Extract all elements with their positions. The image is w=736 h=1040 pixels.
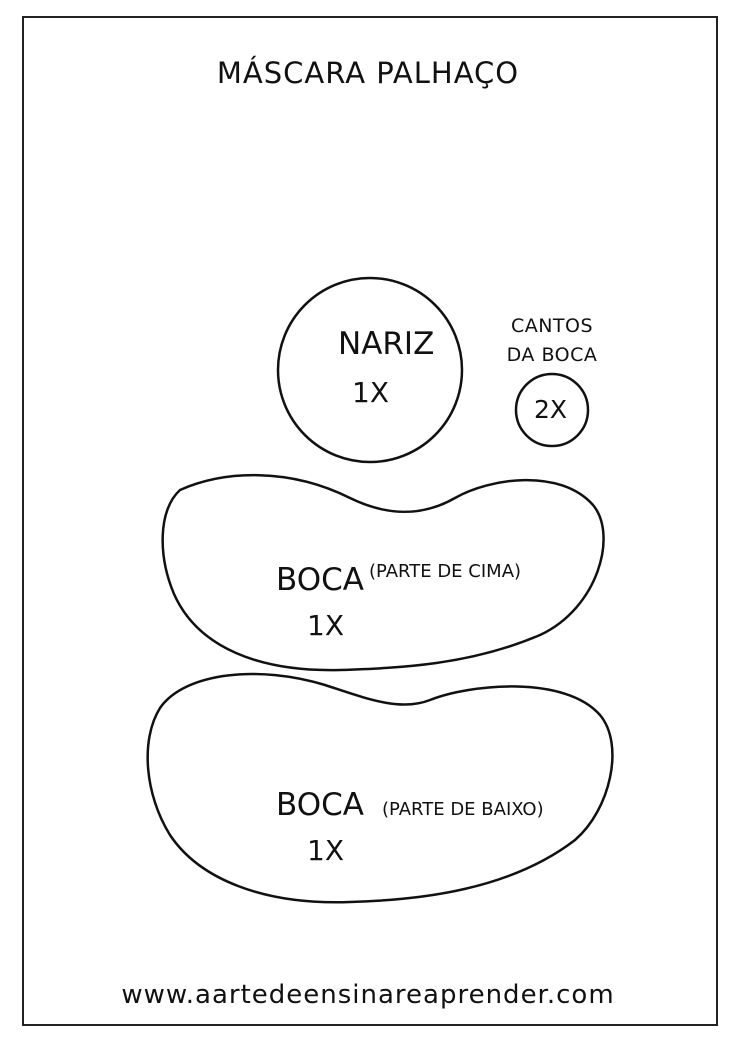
mouth-lower-detail: (PARTE DE BAIXO) (382, 799, 544, 820)
mouth-corner-count: 2X (534, 395, 568, 424)
mouth-lower-label: BOCA (276, 787, 364, 823)
mouth-upper-shape-outline (161, 474, 605, 672)
page-title: MÁSCARA PALHAÇO (216, 56, 520, 90)
footer-website-link[interactable]: www.aartedeensinareaprender.com (121, 980, 615, 1010)
mouth-corner-label-line1: CANTOS (510, 315, 594, 337)
nose-count: 1X (352, 376, 389, 409)
mouth-corner-label: CANTOS DA BOCA (492, 312, 612, 370)
mouth-upper-label: BOCA (276, 562, 364, 598)
page-border (22, 16, 718, 1026)
nose-circle-outline (276, 276, 464, 464)
mouth-lower-shape-outline (146, 672, 614, 904)
mouth-corner-circle-outline (514, 372, 590, 448)
mouth-lower-count: 1X (307, 834, 344, 867)
nose-label: NARIZ (338, 326, 435, 362)
mouth-corner-label-line2: DA BOCA (506, 344, 598, 366)
mouth-upper-detail: (PARTE DE CIMA) (369, 561, 522, 582)
mouth-upper-count: 1X (307, 609, 344, 642)
